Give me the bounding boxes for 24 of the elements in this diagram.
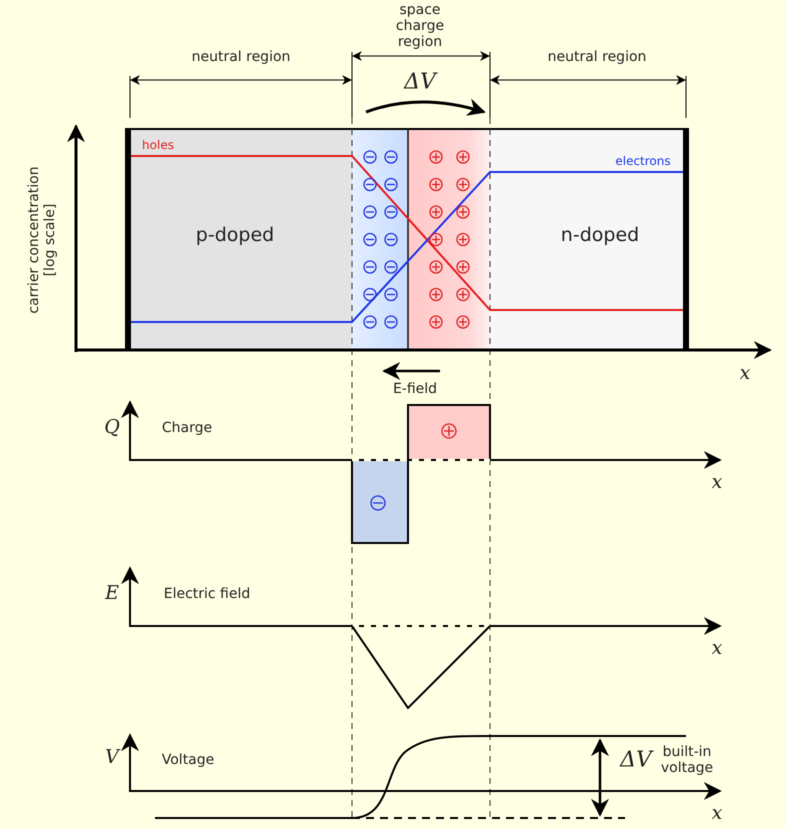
region-label: neutral region <box>192 48 290 66</box>
region-label: neutral region <box>548 48 646 66</box>
axis-label: x <box>712 638 722 660</box>
axis-label: V <box>105 747 119 769</box>
voltage-symbol: ΔV <box>404 69 436 95</box>
region-label: p-doped <box>196 224 274 246</box>
axis-label: Q <box>104 417 120 439</box>
n-doped-region <box>490 128 686 350</box>
region-label: n-doped <box>560 224 640 246</box>
plot-title: Voltage <box>162 752 214 768</box>
axis-title: carrier concentration [log scale] <box>26 165 58 316</box>
arrow-label: E-field <box>392 380 438 398</box>
plot-title: Charge <box>162 420 212 436</box>
region-label: space charge region <box>394 2 446 50</box>
axis-label: E <box>105 583 119 605</box>
curve-label: holes <box>142 139 174 153</box>
axis-label: x <box>712 803 722 825</box>
axis-label: x <box>712 472 722 494</box>
curve-label: electrons <box>615 155 671 169</box>
plot-title: Electric field <box>164 586 250 602</box>
axis-label: x <box>740 363 750 385</box>
voltage-symbol: ΔV <box>620 747 652 773</box>
annotation-label: built-in voltage <box>660 744 714 776</box>
p-doped-region <box>130 128 352 350</box>
